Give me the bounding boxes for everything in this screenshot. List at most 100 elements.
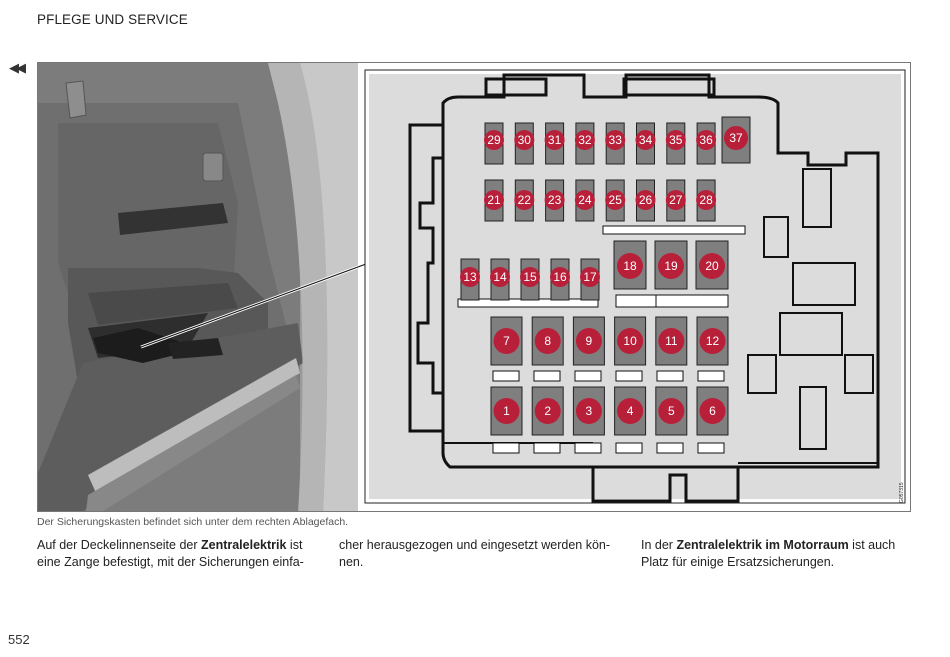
fuse-3: 3 xyxy=(572,386,605,436)
fuse-marker xyxy=(544,190,565,210)
fuse-marker xyxy=(617,253,643,279)
fuse-number: 22 xyxy=(518,193,532,207)
fuse-26: 26 xyxy=(635,179,656,222)
fuse-21: 21 xyxy=(484,179,504,222)
fuse-number: 34 xyxy=(639,133,653,147)
col1-text-a: Auf der Deckelinnenseite der xyxy=(37,538,201,552)
fuse-marker xyxy=(580,267,600,287)
fuse-marker xyxy=(658,253,684,279)
back-arrow-icon[interactable]: ◀◀ xyxy=(9,60,26,75)
fuse-marker xyxy=(605,130,626,150)
fuse-number: 29 xyxy=(487,133,501,147)
fuse-27: 27 xyxy=(665,179,686,222)
fuse-30: 30 xyxy=(514,122,535,165)
fuse-number: 33 xyxy=(609,133,623,147)
fuse-number: 20 xyxy=(705,259,719,273)
fuse-15: 15 xyxy=(520,258,540,301)
fuse-10: 10 xyxy=(614,316,647,366)
fuse-number: 10 xyxy=(623,334,637,348)
col3-text-c: ist auch Platz für einige Ersatzsicherun… xyxy=(641,538,896,569)
fuse-33: 33 xyxy=(605,122,626,165)
fuse-7: 7 xyxy=(490,316,523,366)
fuse-marker xyxy=(699,398,726,424)
fuse-number: 5 xyxy=(668,404,675,418)
fuse-marker xyxy=(665,190,686,210)
fuse-31: 31 xyxy=(544,122,565,165)
fuse-24: 24 xyxy=(574,179,595,222)
image-code: G057315 xyxy=(899,482,905,503)
fuse-number: 30 xyxy=(518,133,532,147)
fuse-number: 4 xyxy=(627,404,634,418)
fuse-number: 27 xyxy=(669,193,683,207)
fuse-29: 29 xyxy=(484,122,504,165)
fuse-number: 6 xyxy=(709,404,716,418)
fuse-marker xyxy=(574,190,595,210)
fuse-34: 34 xyxy=(635,122,656,165)
fuse-36: 36 xyxy=(696,122,717,165)
fuse-number: 23 xyxy=(548,193,562,207)
fuse-marker xyxy=(490,267,510,287)
col1-term: Zentralelektrik xyxy=(200,538,287,552)
body-column-2: cher herausgezogen und eingesetzt werden… xyxy=(339,538,611,569)
fuse-marker xyxy=(617,398,644,424)
fuse-marker xyxy=(520,267,540,287)
fuse-13: 13 xyxy=(460,258,480,301)
fuse-number: 32 xyxy=(578,133,592,147)
fuse-marker xyxy=(696,130,717,150)
trunk-photo xyxy=(38,63,358,511)
figure-caption: Der Sicherungskasten befindet sich unter… xyxy=(37,516,349,528)
fuse-marker xyxy=(658,328,685,354)
col1-text-c: ist eine Zange befestigt, mit der Sicher… xyxy=(37,538,304,569)
fuse-marker xyxy=(699,253,725,279)
fuse-20: 20 xyxy=(695,240,729,290)
fuse-number: 17 xyxy=(583,270,597,284)
fuse-number: 8 xyxy=(544,334,551,348)
fuse-18: 18 xyxy=(613,240,647,290)
fuse-marker xyxy=(493,398,520,424)
fuse-number: 24 xyxy=(578,193,592,207)
fuse-number: 9 xyxy=(586,334,593,348)
fuse-1: 1 xyxy=(490,386,523,436)
fuse-37: 37 xyxy=(721,116,751,164)
fuse-number: 21 xyxy=(487,193,501,207)
fuse-number: 25 xyxy=(609,193,623,207)
fuse-marker xyxy=(460,267,480,287)
fuse-16: 16 xyxy=(550,258,570,301)
fuse-number: 18 xyxy=(623,259,637,273)
fuse-number: 14 xyxy=(493,270,507,284)
fuse-marker xyxy=(544,130,565,150)
leader-line xyxy=(140,263,367,348)
fuse-14: 14 xyxy=(490,258,510,301)
fuse-number: 28 xyxy=(699,193,713,207)
fuse-number: 12 xyxy=(706,334,720,348)
fuse-22: 22 xyxy=(514,179,535,222)
fuse-marker xyxy=(696,190,717,210)
fuse-number: 26 xyxy=(639,193,653,207)
fuse-17: 17 xyxy=(580,258,600,301)
fuse-marker xyxy=(514,130,535,150)
fuse-marker xyxy=(484,190,504,210)
fuse-number: 35 xyxy=(669,133,683,147)
fuse-35: 35 xyxy=(665,122,686,165)
fuse-number: 15 xyxy=(523,270,537,284)
fuse-marker xyxy=(605,190,626,210)
fuse-marker xyxy=(514,190,535,210)
fuse-11: 11 xyxy=(655,316,688,366)
fuse-marker xyxy=(550,267,570,287)
fuse-marker xyxy=(484,130,504,150)
fuse-28: 28 xyxy=(696,179,717,222)
col3-term: Zentralelektrik im Motorraum xyxy=(676,538,849,552)
fuse-marker xyxy=(617,328,644,354)
fuse-number: 3 xyxy=(586,404,593,418)
fuse-4: 4 xyxy=(614,386,647,436)
fuse-number: 37 xyxy=(729,131,743,145)
fuse-marker xyxy=(699,328,726,354)
fuse-marker xyxy=(724,126,748,150)
fuse-number: 13 xyxy=(463,270,477,284)
page-number: 552 xyxy=(8,632,30,647)
body-column-3: In der Zentralelektrik im Motorraum ist … xyxy=(641,537,911,570)
fuse-25: 25 xyxy=(605,179,626,222)
